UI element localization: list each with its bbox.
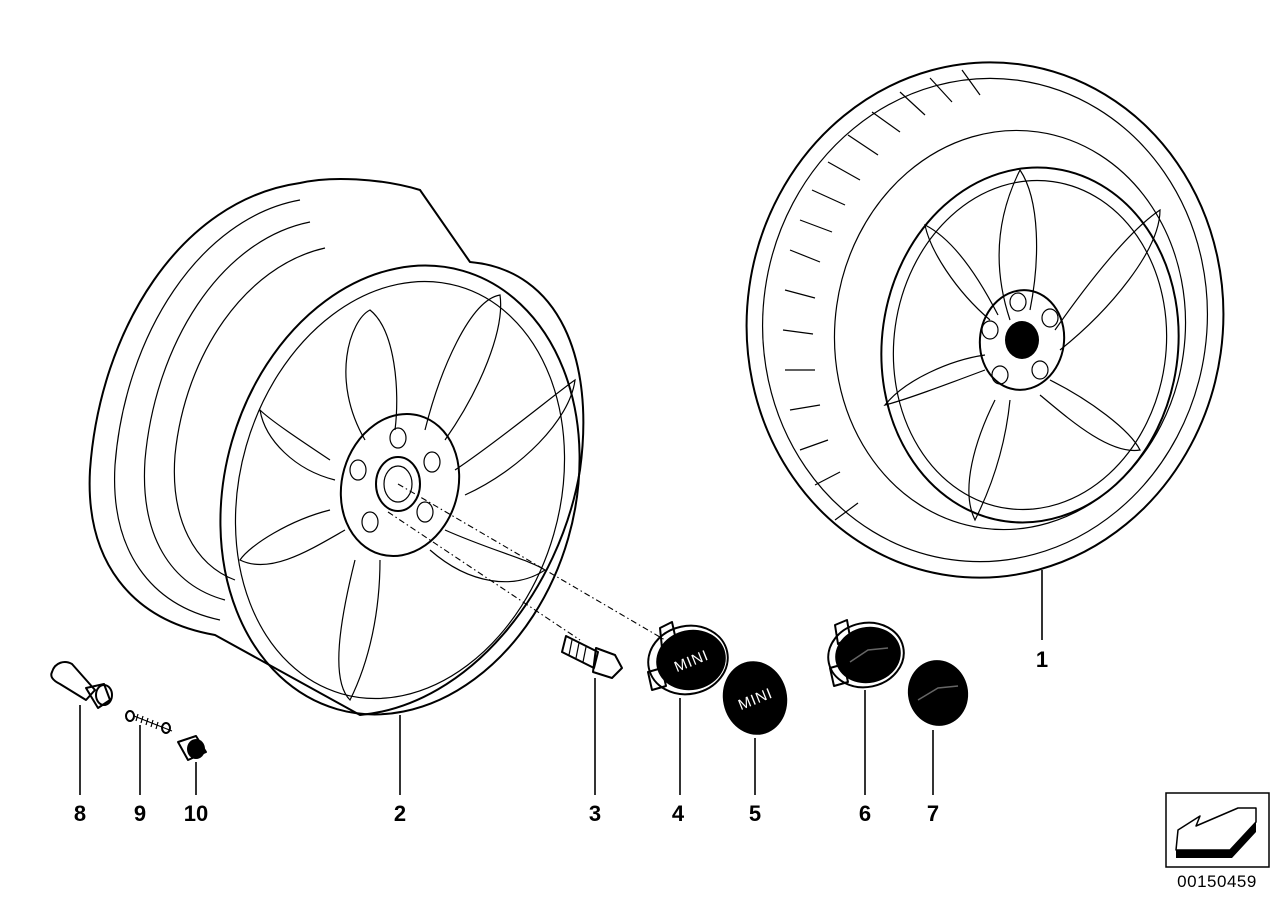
valve-insert [125, 710, 173, 734]
hub-cap-logo [827, 619, 905, 689]
callout-5: 5 [749, 801, 761, 826]
callout-3: 3 [589, 801, 601, 826]
wheel-bolt [561, 635, 623, 679]
document-id: 00150459 [1177, 872, 1257, 891]
callout-9: 9 [134, 801, 146, 826]
callout-10: 10 [184, 801, 208, 826]
complete-wheel-with-tyre [745, 61, 1225, 579]
callout-4: 4 [672, 801, 685, 826]
callout-8: 8 [74, 801, 86, 826]
callout-7: 7 [927, 801, 939, 826]
alloy-wheel-rim [88, 178, 585, 716]
valve-cap [177, 735, 207, 761]
hub-cap-mini: MINI [647, 621, 729, 696]
callout-6: 6 [859, 801, 871, 826]
emblem-logo [907, 660, 969, 726]
emblem-mini: MINI [722, 661, 788, 735]
orientation-arrow-box [1165, 792, 1270, 868]
valve-body [50, 661, 113, 709]
callout-2: 2 [394, 801, 406, 826]
callout-1: 1 [1036, 647, 1048, 672]
